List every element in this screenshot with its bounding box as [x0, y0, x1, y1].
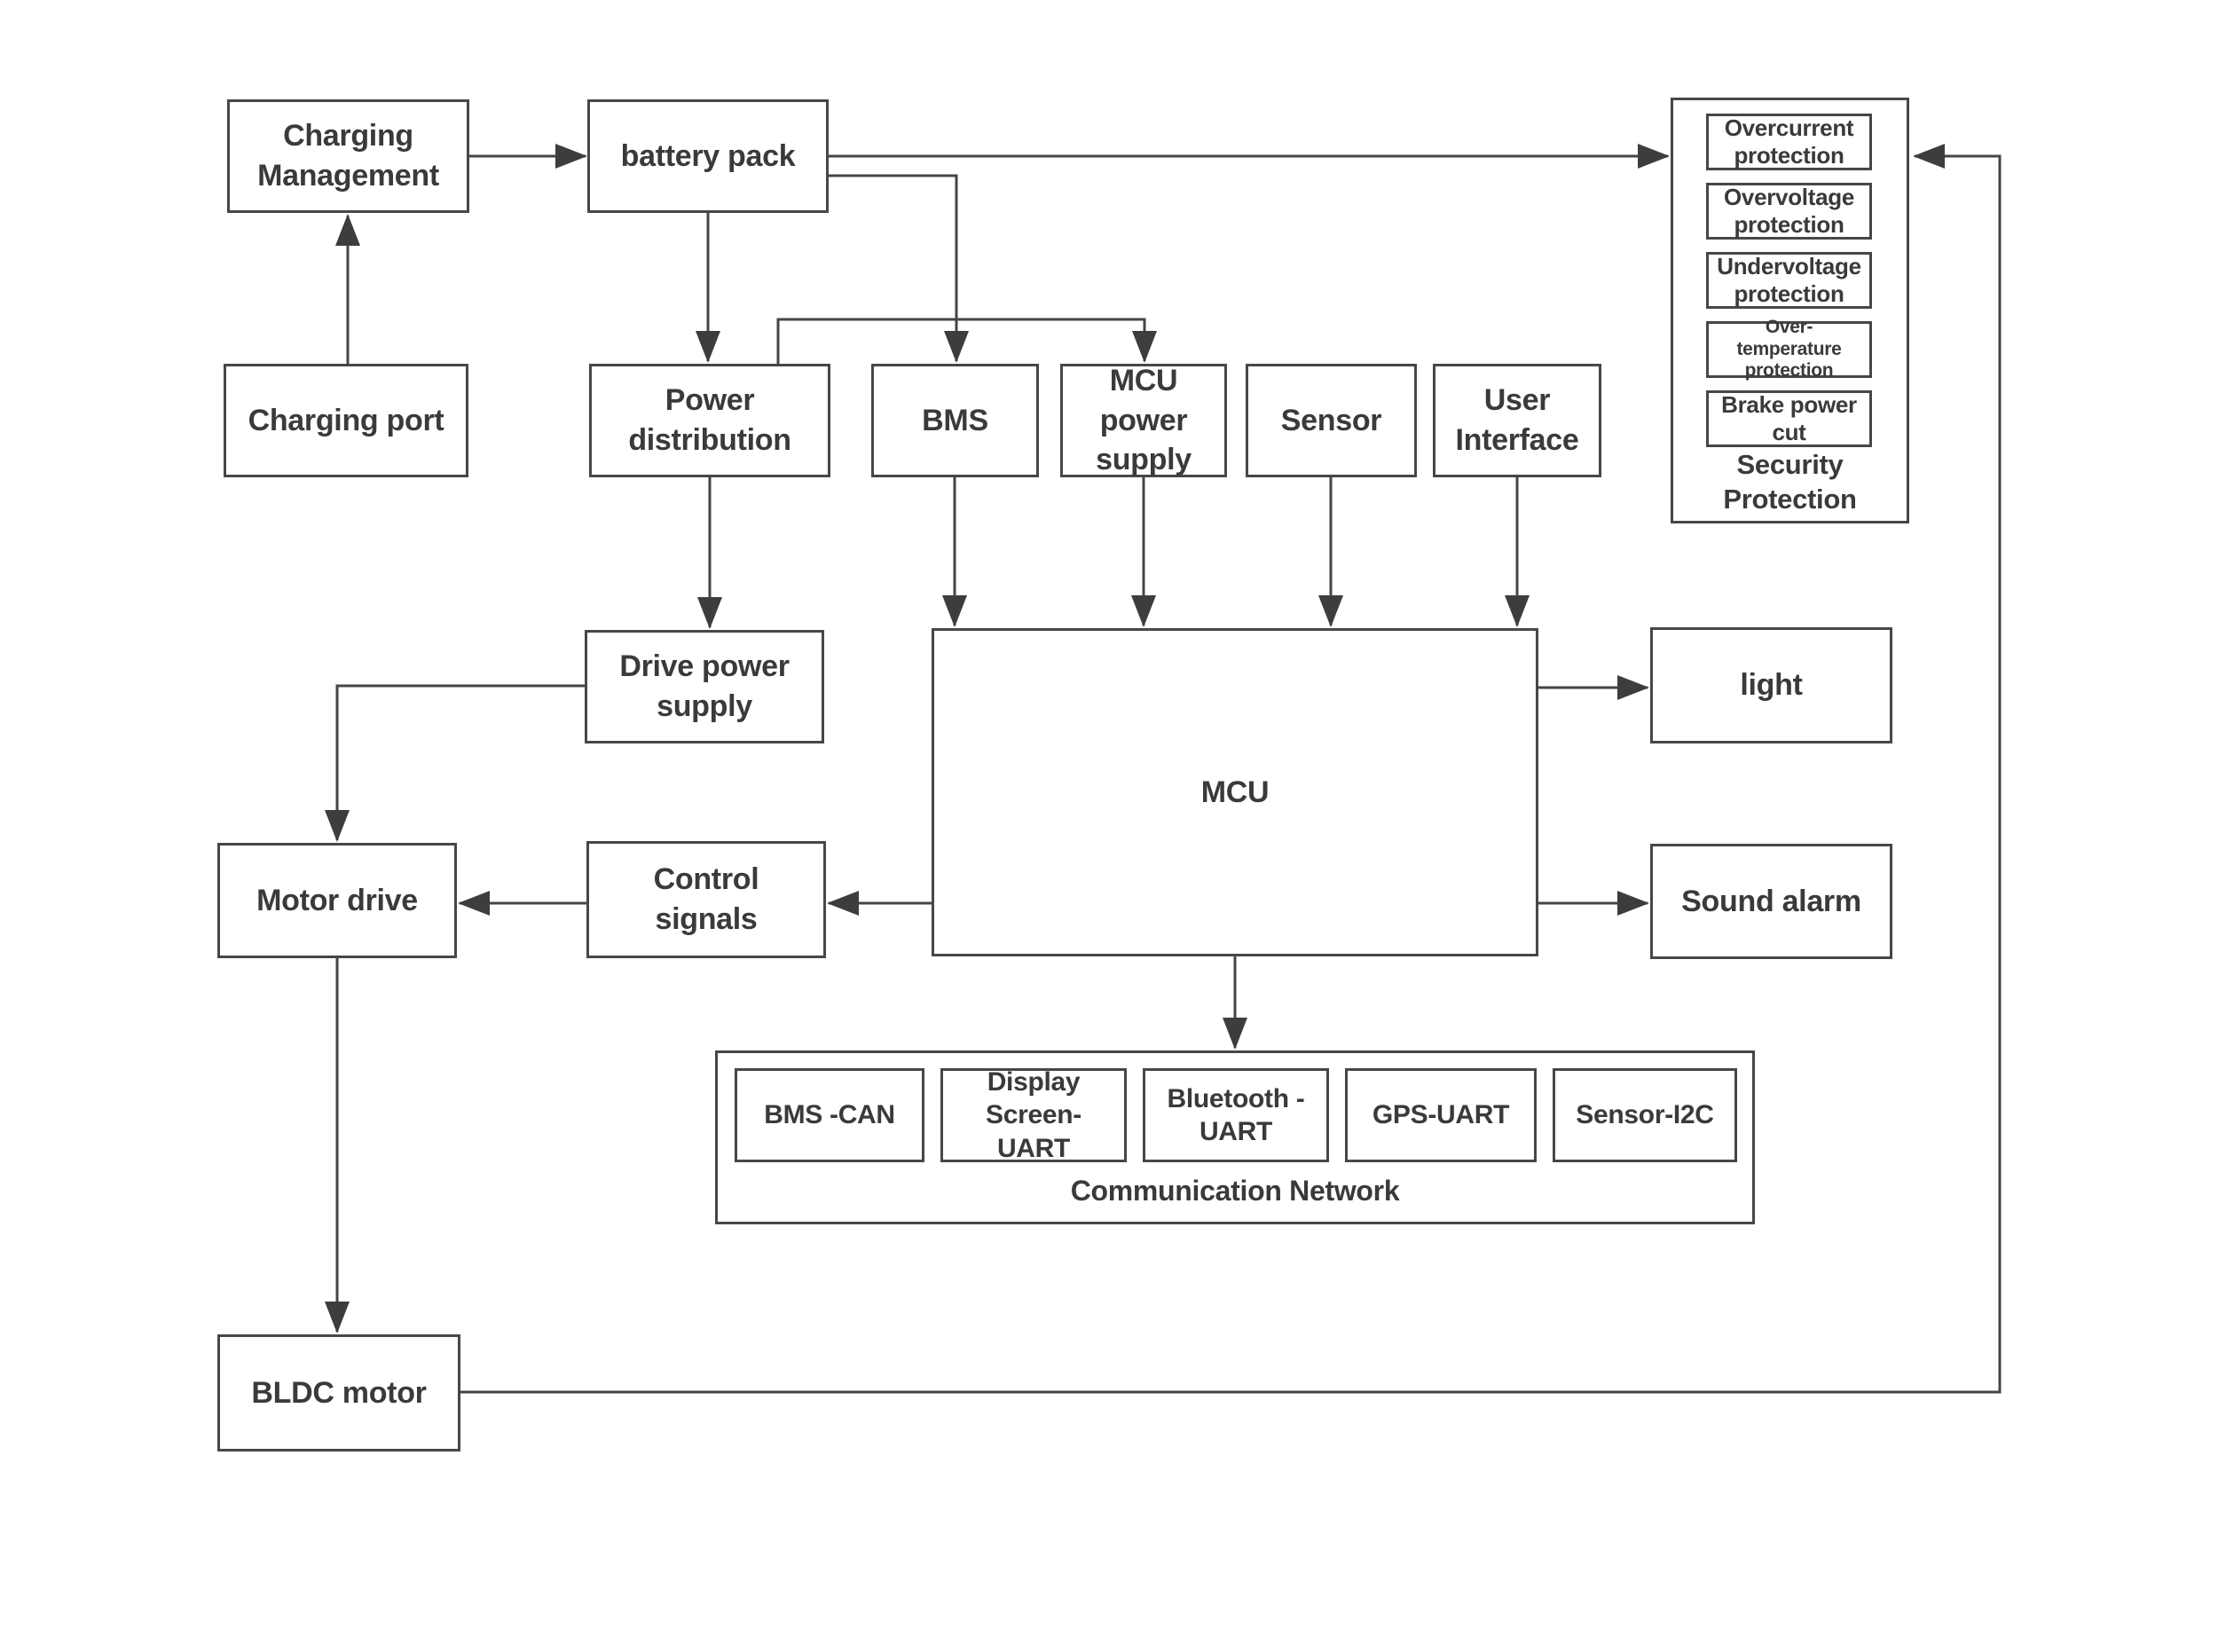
edge-battery-to-bms — [829, 174, 969, 363]
edge-bldc-to-security-protection — [460, 144, 2002, 1394]
node-motor-drive: Motor drive — [217, 843, 457, 958]
network-item-sensor-i2c: Sensor-I2C — [1553, 1068, 1737, 1162]
node-charging-management: Charging Management — [227, 99, 469, 213]
communication-network-title: Communication Network — [1070, 1175, 1400, 1207]
node-mcu: MCU — [932, 628, 1538, 956]
node-battery-pack: battery pack — [587, 99, 829, 213]
node-mcu-power-supply: MCU power supply — [1060, 364, 1227, 477]
security-item-overcurrent: Overcurrent protection — [1706, 114, 1872, 170]
node-power-distribution: Power distribution — [589, 364, 830, 477]
security-item-over-temperature: Over-temperature protection — [1706, 317, 1872, 381]
node-drive-power-supply: Drive power supply — [585, 630, 824, 743]
node-sensor: Sensor — [1246, 364, 1417, 477]
security-item-overvoltage: Overvoltage protection — [1706, 183, 1872, 240]
edge-drive-power-to-motor-drive — [325, 684, 585, 842]
node-bldc-motor: BLDC motor — [217, 1334, 460, 1451]
node-light: light — [1650, 627, 1892, 743]
network-item-bms-can: BMS -CAN — [735, 1068, 924, 1162]
security-protection-title: Security Protection — [1723, 449, 1857, 515]
network-item-display-screen-uart: Display Screen-UART — [940, 1067, 1127, 1163]
network-item-bluetooth-uart: Bluetooth - UART — [1143, 1068, 1329, 1162]
node-bms: BMS — [871, 364, 1039, 477]
edge-rail-to-mcu-power-supply — [776, 318, 1157, 364]
network-item-gps-uart: GPS-UART — [1345, 1068, 1537, 1162]
node-control-signals: Control signals — [586, 841, 826, 958]
security-item-brake-power-cut: Brake power cut — [1706, 390, 1872, 447]
node-charging-port: Charging port — [224, 364, 468, 477]
node-sound-alarm: Sound alarm — [1650, 844, 1892, 959]
security-item-undervoltage: Undervoltage protection — [1706, 252, 1872, 309]
node-user-interface: User Interface — [1433, 364, 1601, 477]
